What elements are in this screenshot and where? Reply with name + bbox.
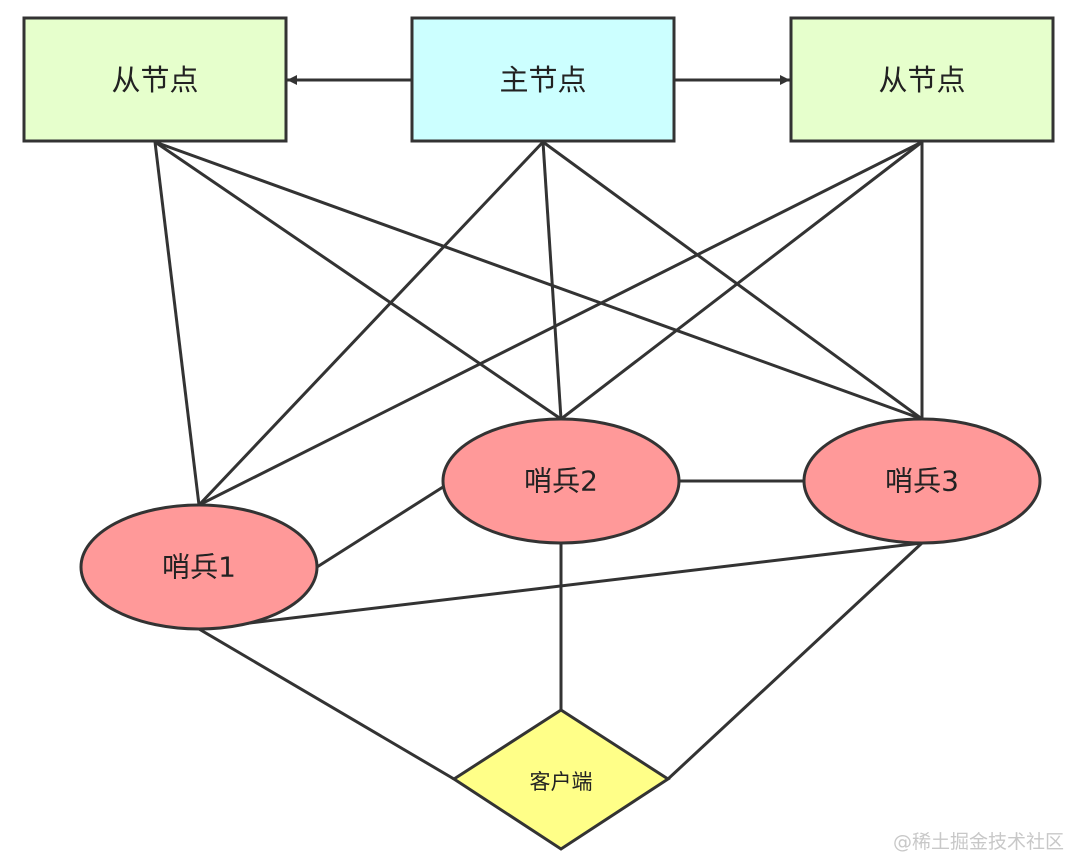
edge-sentinel-1-to-sentinel-2: [316, 485, 444, 569]
edge-slave-left-to-sentinel-2: [154, 140, 562, 421]
edge-master-to-sentinel-2: [541, 141, 563, 420]
sentinel-node-3[interactable]: 哨兵3: [802, 417, 1042, 545]
sentinel-node-3-shape: [802, 417, 1042, 545]
watermark-text: @稀土掘金技术社区: [893, 831, 1064, 853]
slave-node-left-box: [22, 16, 288, 143]
client-node[interactable]: 客户端: [451, 708, 671, 851]
edge-slave-right-to-sentinel-2: [560, 140, 923, 421]
client-node-label: 客户端: [530, 770, 593, 794]
sentinel-node-2-label: 哨兵2: [524, 465, 598, 498]
edge-slave-right-to-sentinel-1: [198, 140, 923, 507]
slave-node-left-label: 从节点: [111, 63, 198, 97]
slave-node-right-label: 从节点: [878, 63, 965, 97]
sentinel-node-2[interactable]: 哨兵2: [441, 417, 681, 545]
slave-node-right[interactable]: 从节点: [789, 16, 1055, 143]
sentinel-node-2-shape: [441, 417, 681, 545]
master-node-box: [410, 16, 676, 143]
master-node-label: 主节点: [499, 63, 586, 97]
edge-slave-left-to-sentinel-1: [153, 141, 201, 506]
edge-master-to-sentinel-1: [197, 140, 545, 507]
sentinel-node-1[interactable]: 哨兵1: [79, 503, 319, 631]
sentinel-node-1-shape: [79, 503, 319, 631]
connector-lines: [153, 75, 924, 781]
edge-sentinel-1-to-client: [198, 627, 455, 781]
edge-master-to-sentinel-3: [542, 140, 923, 421]
sentinel-node-3-label: 哨兵3: [885, 465, 959, 498]
edge-sentinel-3-to-client: [666, 541, 924, 781]
client-node-shape: [451, 708, 671, 851]
master-node[interactable]: 主节点: [410, 16, 676, 143]
edge-slave-left-to-sentinel-3: [154, 140, 923, 421]
slave-node-right-box: [789, 16, 1055, 143]
sentinel-node-1-label: 哨兵1: [162, 551, 236, 584]
slave-node-left[interactable]: 从节点: [22, 16, 288, 143]
